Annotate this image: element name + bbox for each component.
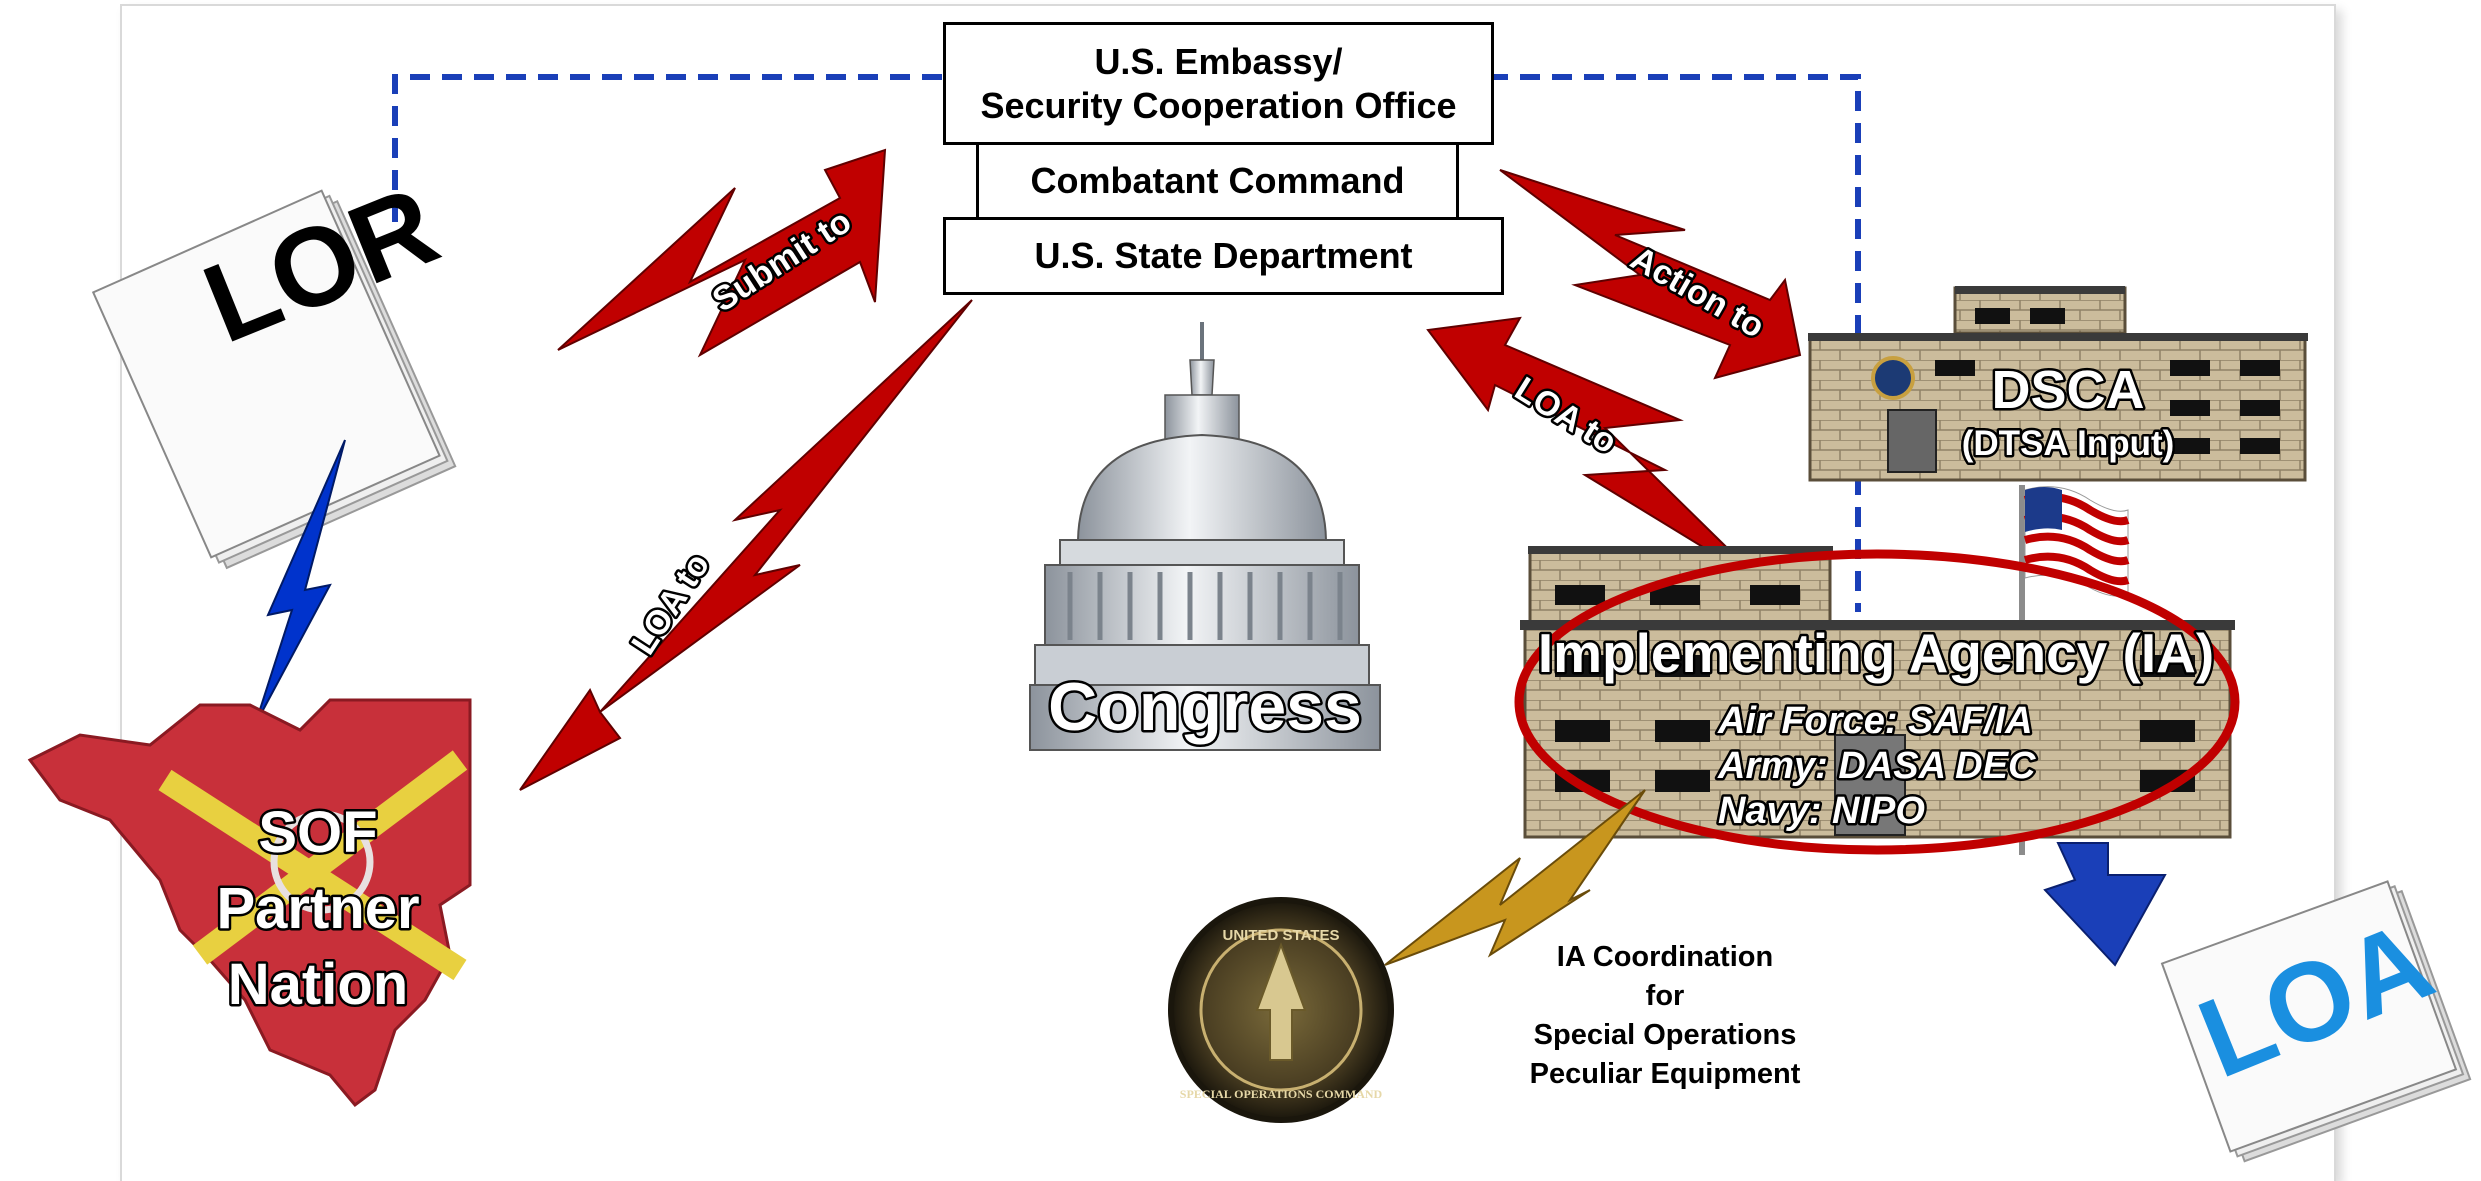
lor-document	[91, 189, 457, 570]
congress-label: Congress	[1048, 669, 1362, 745]
dsca-building	[1808, 286, 2308, 482]
combatant-command-label: Combatant Command	[1030, 160, 1405, 201]
ia-building	[1520, 546, 2235, 839]
embassy-line-1: U.S. Embassy/	[1094, 40, 1343, 82]
blue-arrow-to-loa	[2043, 842, 2167, 967]
partner-line-1: SOF	[258, 800, 377, 865]
partner-nation-map	[27, 698, 472, 1108]
embassy-box: U.S. Embassy/ Security Cooperation Offic…	[943, 22, 1494, 145]
ia-item-navy: Navy: NIPO	[1718, 790, 1925, 832]
coordination-line-1: IA Coordination	[1556, 941, 1774, 973]
coordination-line-3: Special Operations	[1533, 1019, 1797, 1051]
svg-text:SPECIAL OPERATIONS COMMAND: SPECIAL OPERATIONS COMMAND	[1180, 1087, 1383, 1101]
partner-line-3: Nation	[228, 952, 408, 1017]
capitol-icon	[1029, 322, 1381, 751]
dashed-link-line	[392, 74, 1861, 612]
ia-item-air-force: Air Force: SAF/IA	[1717, 700, 2033, 742]
coordination-line-2: for	[1645, 980, 1685, 1012]
state-department-box: U.S. State Department	[943, 217, 1504, 295]
dsca-subtitle: (DTSA Input)	[1962, 424, 2175, 463]
embassy-line-2: Security Cooperation Office	[980, 84, 1457, 126]
ia-item-army: Army: DASA DEC	[1717, 745, 2036, 787]
dsca-title: DSCA	[1991, 360, 2144, 420]
action-arrow	[1499, 169, 1802, 380]
state-department-label: U.S. State Department	[1034, 235, 1413, 276]
partner-line-2: Partner	[216, 876, 419, 941]
loa-to-state-arrow	[1426, 316, 1766, 586]
slide-frame	[120, 4, 2336, 1181]
ia-highlight-ellipse	[1514, 549, 2240, 855]
svg-text:UNITED STATES: UNITED STATES	[1223, 927, 1340, 944]
ia-coordination-text: IA Coordination for Special Operations P…	[1445, 938, 1885, 1094]
ia-title: Implementing Agency (IA)	[1538, 622, 2214, 684]
socom-seal-icon: UNITED STATES SPECIAL OPERATIONS COMMAND	[1168, 897, 1394, 1123]
loa-to-partner-arrow	[519, 299, 973, 791]
gold-lightning-icon	[1384, 789, 1646, 966]
coordination-line-4: Peculiar Equipment	[1529, 1058, 1801, 1090]
submit-arrow	[557, 148, 887, 358]
loa-document	[2160, 880, 2472, 1163]
combatant-command-box: Combatant Command	[976, 142, 1459, 220]
